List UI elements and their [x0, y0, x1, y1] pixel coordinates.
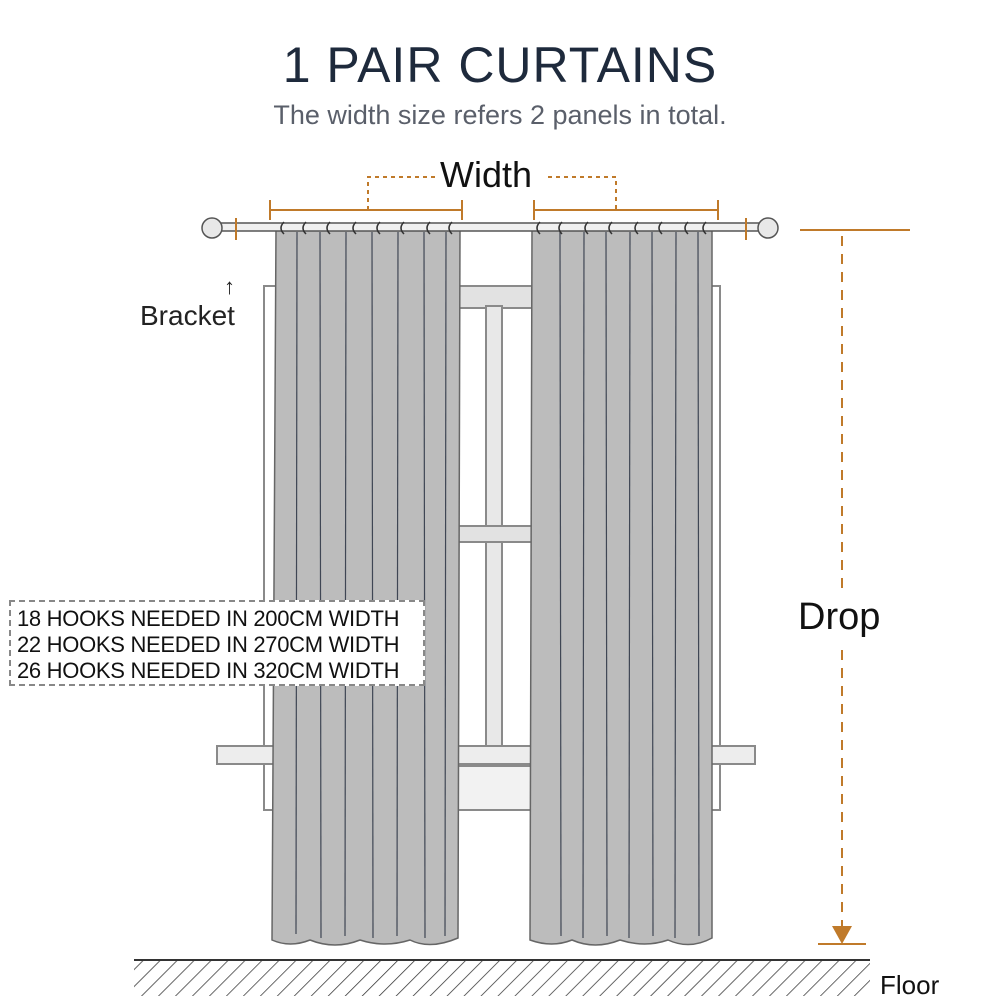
hooks-line-320cm: 26 HOOKS NEEDED IN 320CM WIDTH	[17, 658, 400, 683]
drop-measure	[800, 229, 910, 945]
rod-finial-left	[201, 217, 223, 239]
width-measure	[235, 176, 747, 240]
left-curtain-panel	[271, 227, 461, 946]
hooks-line-200cm: 18 HOOKS NEEDED IN 200CM WIDTH	[17, 606, 400, 631]
page-title: 1 PAIR CURTAINS	[282, 37, 718, 93]
floor	[134, 959, 870, 996]
bracket-label: Bracket	[140, 300, 235, 331]
page-subtitle: The width size refers 2 panels in total.	[273, 100, 727, 130]
right-curtain-panel	[529, 227, 713, 946]
drop-arrow-head	[832, 926, 852, 944]
hooks-info-box: 18 HOOKS NEEDED IN 200CM WIDTH 22 HOOKS …	[9, 600, 425, 686]
hooks-line-270cm: 22 HOOKS NEEDED IN 270CM WIDTH	[17, 632, 400, 657]
drop-label: Drop	[798, 596, 881, 638]
curtain-rod	[201, 217, 779, 239]
bracket-arrow-icon: ↑	[224, 274, 235, 299]
floor-label: Floor	[880, 970, 940, 1000]
rod-finial-right	[757, 217, 779, 239]
width-label: Width	[440, 154, 533, 195]
curtain-hooks	[280, 221, 707, 235]
